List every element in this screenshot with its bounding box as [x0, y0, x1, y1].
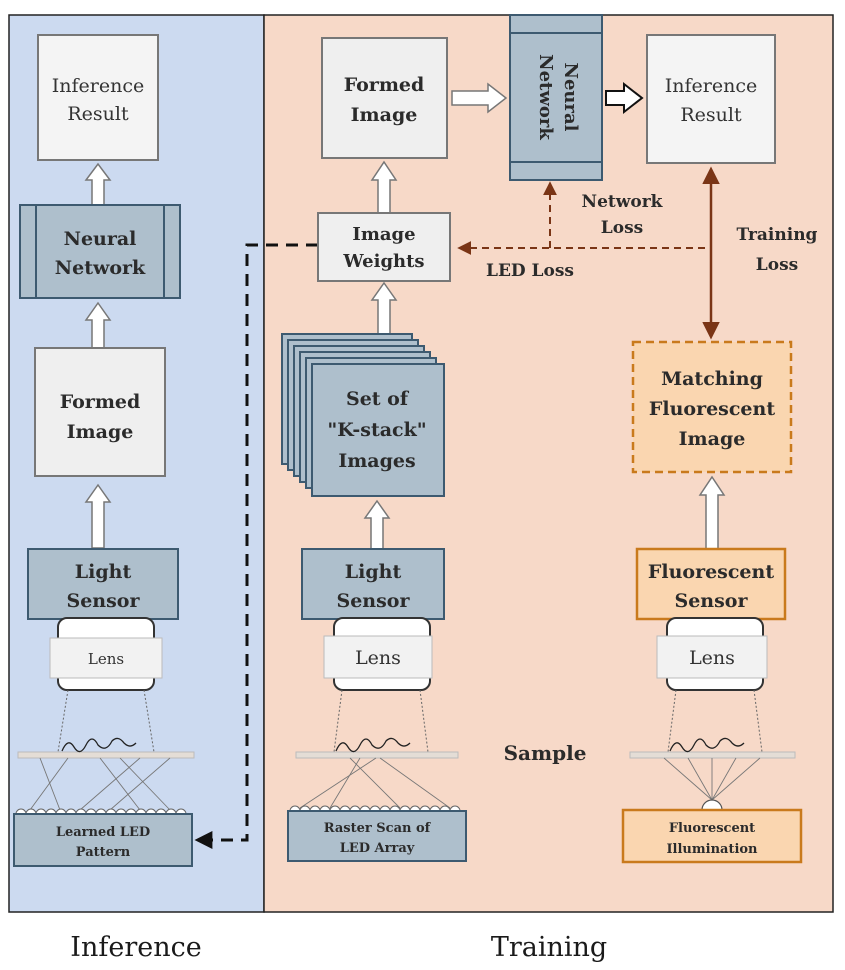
inference-result-box: [37, 34, 159, 161]
raster-scan-label-2: LED Array: [340, 841, 415, 856]
raster-scan-label-1: Raster Scan of: [324, 821, 432, 836]
training-loss-label-1: Training: [737, 225, 818, 245]
fluor-illum-label-1: Fluorescent: [669, 821, 755, 836]
matching-label-3: Image: [679, 428, 746, 450]
training-lens-housing: [323, 617, 433, 691]
fluor-sensor-label-2: Sensor: [674, 590, 748, 612]
matching-label-2: Fluorescent: [649, 398, 775, 420]
up-arrow-icon: [363, 499, 391, 550]
inference-network-label-2: Network: [55, 257, 146, 279]
up-arrow-icon: [370, 281, 398, 335]
k-stack-label-1: Set of: [346, 388, 410, 410]
inference-formed-image-box: [34, 347, 166, 477]
training-formed-label-1: Formed: [344, 74, 425, 96]
training-light-sensor-box: [301, 548, 445, 620]
inference-result-label-2: Result: [67, 103, 129, 125]
learned-led-label-1: Learned LED: [56, 825, 150, 840]
sample-label: Sample: [504, 741, 587, 765]
matching-fluorescent-image-box: [631, 340, 793, 474]
fluor-illum-label-2: Illumination: [666, 842, 758, 857]
inference-light-sensor-box: [27, 548, 179, 620]
fluorescent-lens-label: Lens: [689, 647, 735, 669]
up-arrow-icon: [84, 162, 112, 206]
inference-network-label-1: Neural: [64, 228, 137, 250]
fluorescent-lens-housing: [656, 617, 768, 691]
fluorescent-sample-slide: [629, 751, 796, 759]
inference-sample-slide: [17, 751, 195, 759]
training-network-label-1: Neural: [560, 63, 581, 132]
training-result-label-2: Result: [680, 104, 742, 126]
inference-sensor-label-1: Light: [75, 561, 132, 583]
inference-neural-network-box: [19, 204, 181, 299]
training-sensor-label-2: Sensor: [336, 590, 410, 612]
training-sensor-label-1: Light: [345, 561, 402, 583]
image-weights-box: [317, 212, 451, 282]
training-inference-result-box: [646, 34, 776, 164]
training-led-row: [289, 805, 461, 812]
training-loss-label-2: Loss: [756, 255, 798, 275]
led-feedback-dashed-line: [194, 243, 318, 849]
inference-formed-label-1: Formed: [60, 391, 141, 413]
inference-caption: Inference: [70, 932, 201, 963]
image-weights-label-2: Weights: [342, 251, 424, 272]
k-stack-label-3: Images: [338, 450, 415, 472]
fluorescent-light-source-icon: [701, 799, 723, 811]
up-arrow-icon: [698, 475, 726, 550]
training-formed-label-2: Image: [351, 104, 418, 126]
right-arrow-icon: [605, 81, 644, 115]
fluorescent-sensor-box: [635, 547, 787, 621]
training-caption: Training: [491, 932, 607, 963]
inference-lens-housing: [49, 617, 163, 691]
inference-led-row: [15, 808, 187, 815]
learned-led-pattern-box: [13, 813, 193, 867]
network-loss-label-1: Network: [582, 192, 664, 212]
fluor-sensor-label-1: Fluorescent: [648, 561, 774, 583]
inference-sensor-label-2: Sensor: [66, 590, 140, 612]
training-neural-network-box: [509, 14, 603, 181]
raster-scan-box: [287, 810, 467, 862]
fluorescent-illumination-box: [621, 808, 803, 864]
training-result-label-1: Inference: [665, 75, 757, 97]
training-formed-image-box: [321, 37, 448, 159]
up-arrow-icon: [370, 160, 398, 214]
training-network-label-2: Network: [535, 54, 556, 140]
led-loss-label: LED Loss: [486, 261, 574, 281]
learned-led-label-2: Pattern: [76, 845, 131, 860]
training-lens-label: Lens: [355, 647, 401, 669]
up-arrow-icon: [84, 301, 112, 349]
inference-lens-label: Lens: [88, 650, 124, 668]
right-arrow-icon: [451, 82, 508, 114]
k-stack-images-stack: [281, 333, 445, 497]
matching-label-1: Matching: [661, 368, 763, 390]
k-stack-label-2: "K-stack": [327, 419, 426, 441]
inference-formed-label-2: Image: [67, 421, 134, 443]
image-weights-label-1: Image: [352, 224, 415, 245]
up-arrow-icon: [84, 483, 112, 549]
inference-result-label-1: Inference: [52, 75, 144, 97]
network-loss-label-2: Loss: [601, 218, 643, 238]
training-sample-slide: [295, 751, 459, 759]
